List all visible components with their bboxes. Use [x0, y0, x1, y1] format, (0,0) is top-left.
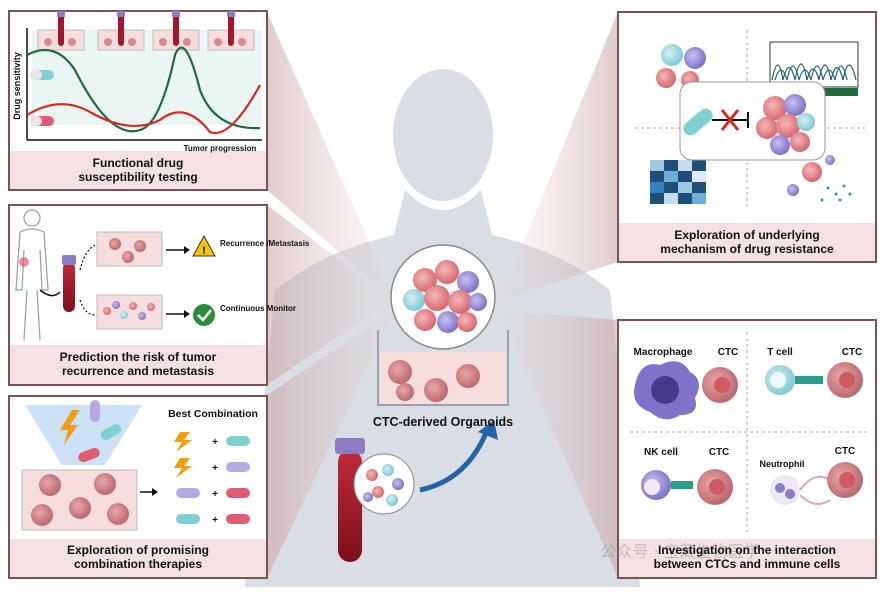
svg-text:+: + [212, 515, 218, 526]
nk-cell-label: NK cell [644, 447, 678, 458]
caption-risk: Prediction the risk of tumor recurrence … [59, 350, 217, 379]
caption-combination: Exploration of promising combination the… [66, 543, 209, 572]
organoid-dish [377, 330, 509, 406]
best-combination-title: Best Combination [168, 408, 258, 420]
green-curve [26, 46, 261, 133]
beams [267, 12, 618, 578]
organoid-cluster [403, 260, 487, 333]
capsule-purple [90, 400, 100, 422]
red-curve [26, 84, 261, 135]
ctc-label-3: CTC [709, 447, 730, 458]
heatmap [650, 160, 706, 204]
svg-text:+: + [212, 437, 218, 448]
cross-icon [720, 109, 740, 131]
warning-icon: ! [192, 234, 216, 257]
y-axis-label: Drug sensitivity [12, 52, 22, 120]
tcr-bridge [795, 376, 823, 384]
patient-outline [15, 209, 49, 341]
resistant-tumor-cluster [756, 94, 815, 155]
watermark: 公众号 · 宝藏生物医学 [600, 542, 759, 561]
draw-arrow [39, 289, 61, 297]
check-icon [193, 304, 215, 326]
svg-text:+: + [212, 489, 218, 500]
caption-immune: Investigation on the interaction between… [653, 543, 841, 572]
macrophage-label: Macrophage [634, 347, 693, 358]
drug-capsules [30, 70, 54, 126]
ctc-label-1: CTC [718, 347, 739, 358]
ctc-label-2: CTC [842, 347, 863, 358]
panel-risk: ! Recurrence /Metastasis Continuous Moni… [8, 204, 310, 386]
capsule-teal [100, 424, 122, 440]
organoid-label: CTC-derived Organoids [373, 415, 513, 429]
panel-resistance [617, 11, 877, 263]
tumor-site [19, 257, 29, 267]
ctc-label-4: CTC [835, 446, 856, 457]
sample-tubes [57, 11, 235, 46]
t-cell-label: T cell [767, 347, 793, 358]
x-axis-label: Tumor progression [184, 144, 257, 153]
panel-drug-testing: Drug sensitivity Tumor progression [8, 10, 268, 191]
caption-drug-testing: Functional drug susceptibility testing [78, 156, 198, 185]
patient-blood-tube [335, 438, 415, 562]
svg-text:!: ! [202, 245, 206, 257]
culture-arrow [419, 427, 491, 493]
blood-tube [62, 255, 76, 312]
treatment-funnel [25, 405, 142, 465]
panel-combination: Best Combination + + + + [8, 395, 268, 579]
immune-cluster-top-left [656, 44, 706, 89]
capsule-red [78, 447, 100, 463]
monitor-label: Continuous Monitor [220, 304, 296, 313]
recurrence-label: Recurrence /Metastasis [220, 239, 310, 248]
lightning-icon [60, 410, 80, 445]
cell-scatter [787, 155, 852, 202]
combination-rows: + + + + [174, 432, 250, 526]
drug-capsule [683, 108, 713, 136]
svg-text:+: + [212, 463, 218, 474]
neutrophil-label: Neutrophil [760, 459, 805, 469]
sequencing-chromatogram [769, 41, 859, 96]
caption-resistance: Exploration of underlying mechanism of d… [660, 228, 834, 257]
panel-immune: Macrophage CTC T cell CTC NK cell CTC Ne… [617, 319, 877, 579]
neutrophil-cell [770, 475, 800, 505]
